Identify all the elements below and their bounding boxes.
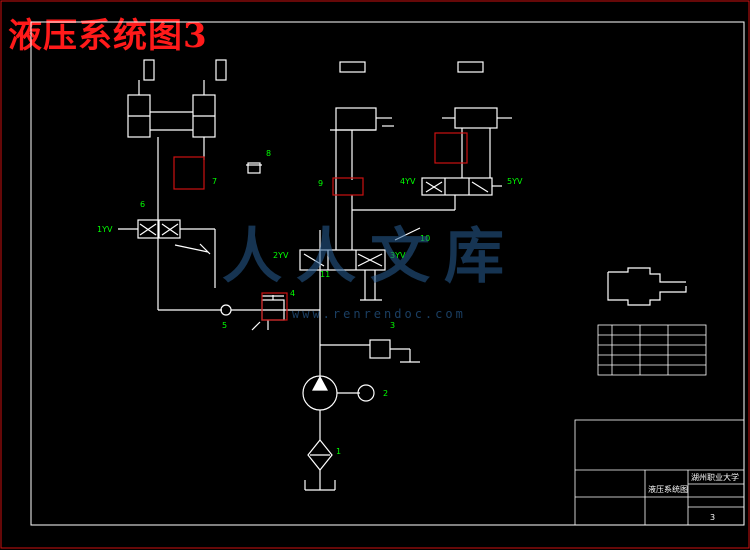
- title-block-text: 液压系统图 湖州职业大学 3: [648, 472, 739, 522]
- valve-labels: 1YV 2YV 3YV 4YV 5YV: [97, 177, 523, 260]
- component-3-label: 3: [390, 321, 395, 330]
- signal-2yv: 2YV: [273, 251, 289, 260]
- signal-5yv: 5YV: [507, 177, 523, 186]
- component-9-label: 9: [318, 179, 323, 188]
- watermark-logo-text: 人人文库: [222, 222, 518, 292]
- component-4-label: 4: [290, 289, 295, 298]
- component-10-label: 10: [420, 234, 430, 243]
- title-block-school: 湖州职业大学: [691, 472, 739, 482]
- highlight-boxes: [173, 132, 468, 321]
- parameter-table: [597, 324, 707, 376]
- circuit-lines: [118, 59, 687, 491]
- signal-4yv: 4YV: [400, 177, 416, 186]
- title-block-sheet: 3: [710, 513, 715, 522]
- component-numbers: 1 2 3 4 5 6 7 8 9 10 11: [140, 149, 430, 456]
- component-5-label: 5: [222, 321, 227, 330]
- drawing-title: 液压系统图3: [8, 16, 208, 56]
- component-8-label: 8: [266, 149, 271, 158]
- title-block-drawing-name: 液压系统图: [648, 484, 688, 494]
- title-block-grid: [574, 419, 745, 526]
- component-2-label: 2: [383, 389, 388, 398]
- watermark-url: www.renrendoc.com: [292, 307, 466, 321]
- inner-frame: [30, 21, 745, 526]
- component-6-label: 6: [140, 200, 145, 209]
- component-7-label: 7: [212, 177, 217, 186]
- signal-3yv: 3YV: [390, 251, 406, 260]
- signal-1yv: 1YV: [97, 225, 113, 234]
- component-11-label: 11: [320, 270, 330, 279]
- component-1-label: 1: [336, 447, 341, 456]
